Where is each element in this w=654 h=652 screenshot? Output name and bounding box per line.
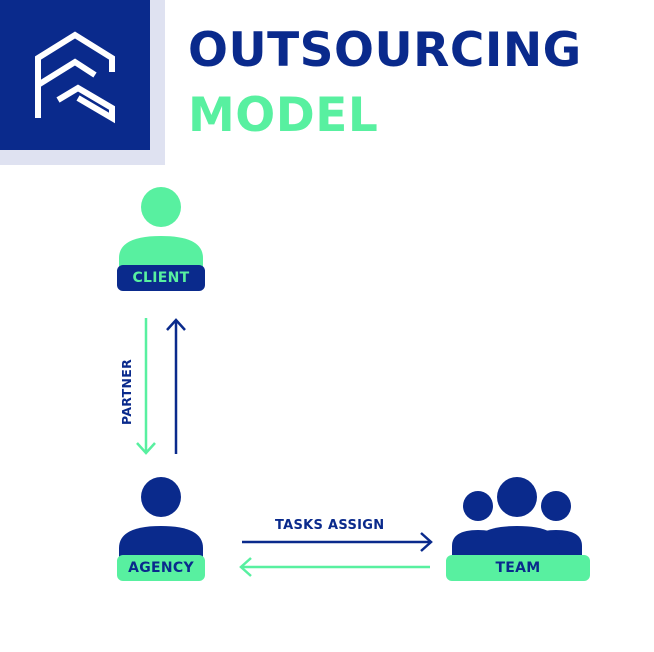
client-badge: CLIENT [117, 265, 205, 291]
client-person-icon [119, 187, 203, 268]
partner-up-arrow [166, 318, 186, 454]
team-group-icon [452, 477, 582, 558]
tasks-left-arrow [239, 557, 430, 577]
tasks-right-arrow [242, 532, 433, 552]
fs-logo-icon [35, 31, 115, 124]
agency-person-icon [119, 477, 203, 558]
title-line-2: MODEL [188, 88, 379, 143]
partner-label: PARTNER [119, 358, 134, 425]
title-line-1: OUTSOURCING [188, 23, 582, 78]
team-badge: TEAM [446, 555, 590, 581]
partner-down-arrow [136, 318, 156, 455]
tasks-assign-label: TASKS ASSIGN [275, 518, 385, 533]
logo [0, 0, 150, 150]
agency-badge: AGENCY [117, 555, 205, 581]
